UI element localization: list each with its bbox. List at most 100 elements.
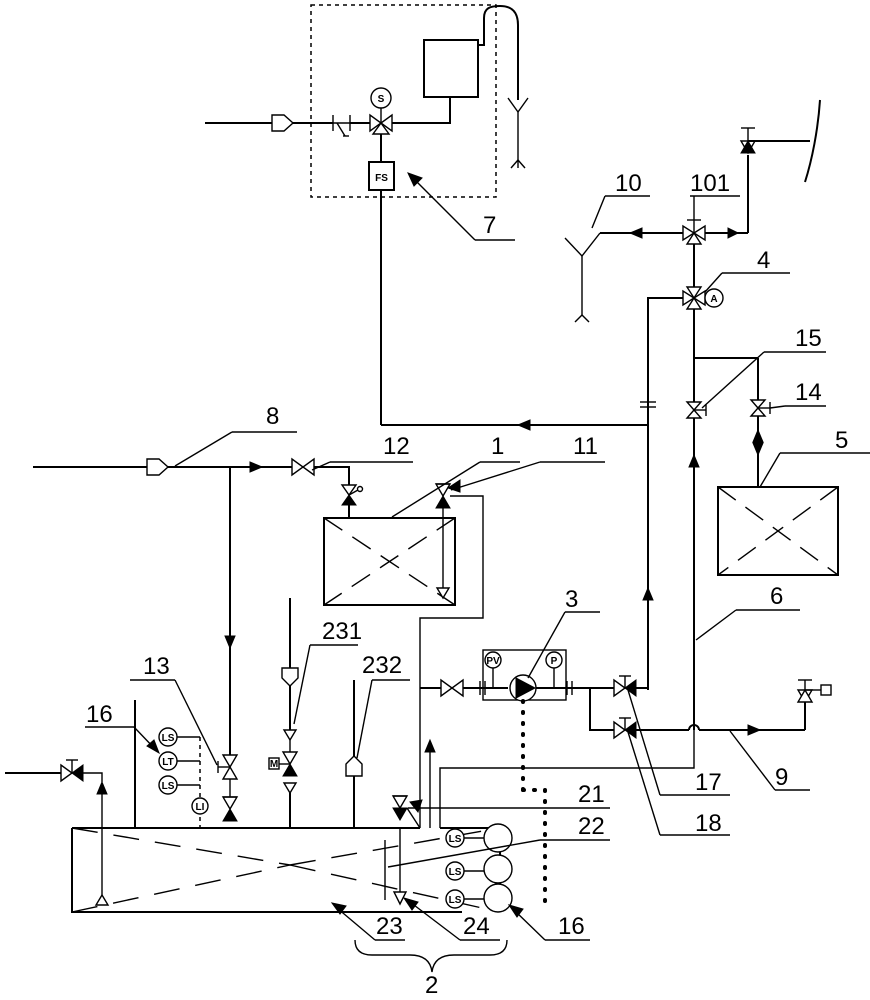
callout-labels: 7 10 101 4 15 14 5 8 12 1 11 3 6 231 232… (86, 170, 848, 999)
tank-2: LS LT LS LI M (5, 598, 513, 973)
valve-24-icon (392, 891, 408, 906)
three-way-valve-101-icon (682, 219, 706, 245)
float-ball (483, 883, 513, 913)
unit-7-enclosure: S FS (205, 4, 648, 431)
vent-232 (345, 680, 363, 828)
valve-18-icon (613, 717, 637, 740)
inlet-arrow-icon (281, 667, 299, 687)
svg-text:P: P (551, 656, 558, 667)
label-101: 101 (690, 170, 730, 197)
flow-arrow-icon (642, 586, 654, 601)
flow-arrow-icon (752, 442, 764, 457)
label-24: 24 (463, 913, 490, 940)
svg-text:FS: FS (375, 173, 388, 184)
crossover-icon (688, 724, 700, 731)
return-to-tank-2 (439, 730, 695, 828)
svg-text:LS: LS (449, 895, 462, 906)
inlet-231: M (268, 598, 299, 828)
label-2: 2 (425, 972, 438, 999)
outlet-manifold: A (564, 99, 821, 730)
label-8: 8 (266, 403, 279, 430)
label-4: 4 (757, 247, 770, 274)
flow-arrow-icon (249, 461, 264, 473)
level-switch (158, 727, 178, 747)
label-18: 18 (695, 810, 722, 837)
wall-curve (804, 99, 821, 183)
flow-arrow-icon (727, 227, 740, 239)
svg-text:LI: LI (196, 802, 205, 813)
pump-assembly-3: PV P (420, 649, 832, 912)
float-ball (483, 823, 513, 853)
label-10: 10 (615, 170, 642, 197)
union-icon (640, 401, 656, 408)
level-transmitter (158, 751, 178, 771)
level-instruments-16b: LS LS LS (445, 823, 513, 913)
label-3: 3 (565, 586, 578, 613)
valve-13-icon (217, 754, 239, 822)
flow-arrow-icon (224, 635, 236, 650)
svg-text:S: S (378, 94, 385, 105)
flange-icon (479, 681, 486, 695)
label-11: 11 (573, 433, 598, 460)
label-21: 21 (578, 781, 605, 808)
label-5: 5 (835, 427, 848, 454)
label-9: 9 (775, 764, 788, 791)
nozzle-icon (564, 232, 601, 323)
svg-text:M: M (270, 759, 278, 770)
three-way-solenoid-valve-icon: S (369, 87, 393, 135)
gate-valve-icon (440, 678, 464, 698)
motor-valve-icon (796, 679, 832, 704)
flow-arrow-icon (516, 419, 531, 431)
label-14: 14 (795, 379, 822, 406)
supply-line-8 (33, 457, 364, 755)
controller-box (423, 39, 479, 98)
float-ball (483, 854, 513, 884)
svg-text:PV: PV (486, 656, 500, 667)
solenoid-symbol (370, 87, 392, 109)
flow-arrow-icon (424, 738, 436, 753)
enclosure-7 (310, 4, 497, 198)
level-indicator (191, 797, 209, 815)
flow-arrow-icon (688, 453, 700, 468)
label-16b: 16 (558, 913, 585, 940)
nozzle-icon (507, 97, 529, 169)
valve-21-icon (391, 795, 409, 821)
label-12: 12 (383, 433, 410, 460)
four-way-valve-4-icon: A (682, 286, 724, 310)
gate-valve-icon (291, 457, 315, 477)
svg-text:LT: LT (162, 757, 173, 768)
leader-lines (85, 172, 870, 941)
level-switch (158, 775, 178, 795)
valve-17-icon (613, 675, 637, 698)
svg-text:LS: LS (162, 781, 175, 792)
inlet-arrow-icon (271, 114, 295, 132)
level-instruments-16a: LS LT LS LI (158, 727, 209, 828)
label-23: 23 (376, 913, 403, 940)
label-7: 7 (483, 212, 496, 239)
label-13: 13 (143, 653, 170, 680)
tank-5 (717, 486, 839, 576)
flow-arrow-icon (409, 799, 423, 814)
float-valve-12-icon (340, 484, 364, 506)
strainer-icon (332, 115, 351, 137)
label-6: 6 (770, 583, 783, 610)
flow-arrow-icon (752, 428, 764, 443)
gate-valve-icon (60, 759, 84, 783)
label-17: 17 (695, 769, 722, 796)
valve-15-icon (685, 401, 707, 419)
flange-icon (566, 681, 573, 695)
svg-text:LS: LS (162, 733, 175, 744)
svg-text:LS: LS (449, 834, 462, 845)
svg-text:A: A (710, 294, 717, 305)
label-16a: 16 (86, 701, 113, 728)
outlet-hose (478, 4, 519, 100)
ammeter-symbol (704, 288, 724, 308)
svg-text:LS: LS (449, 867, 462, 878)
valve-14-icon (749, 399, 771, 417)
outlet-arrow-icon (345, 755, 363, 777)
label-22: 22 (578, 813, 605, 840)
brace-2 (354, 939, 508, 973)
label-15: 15 (795, 325, 822, 352)
flow-arrow-icon (747, 724, 762, 736)
